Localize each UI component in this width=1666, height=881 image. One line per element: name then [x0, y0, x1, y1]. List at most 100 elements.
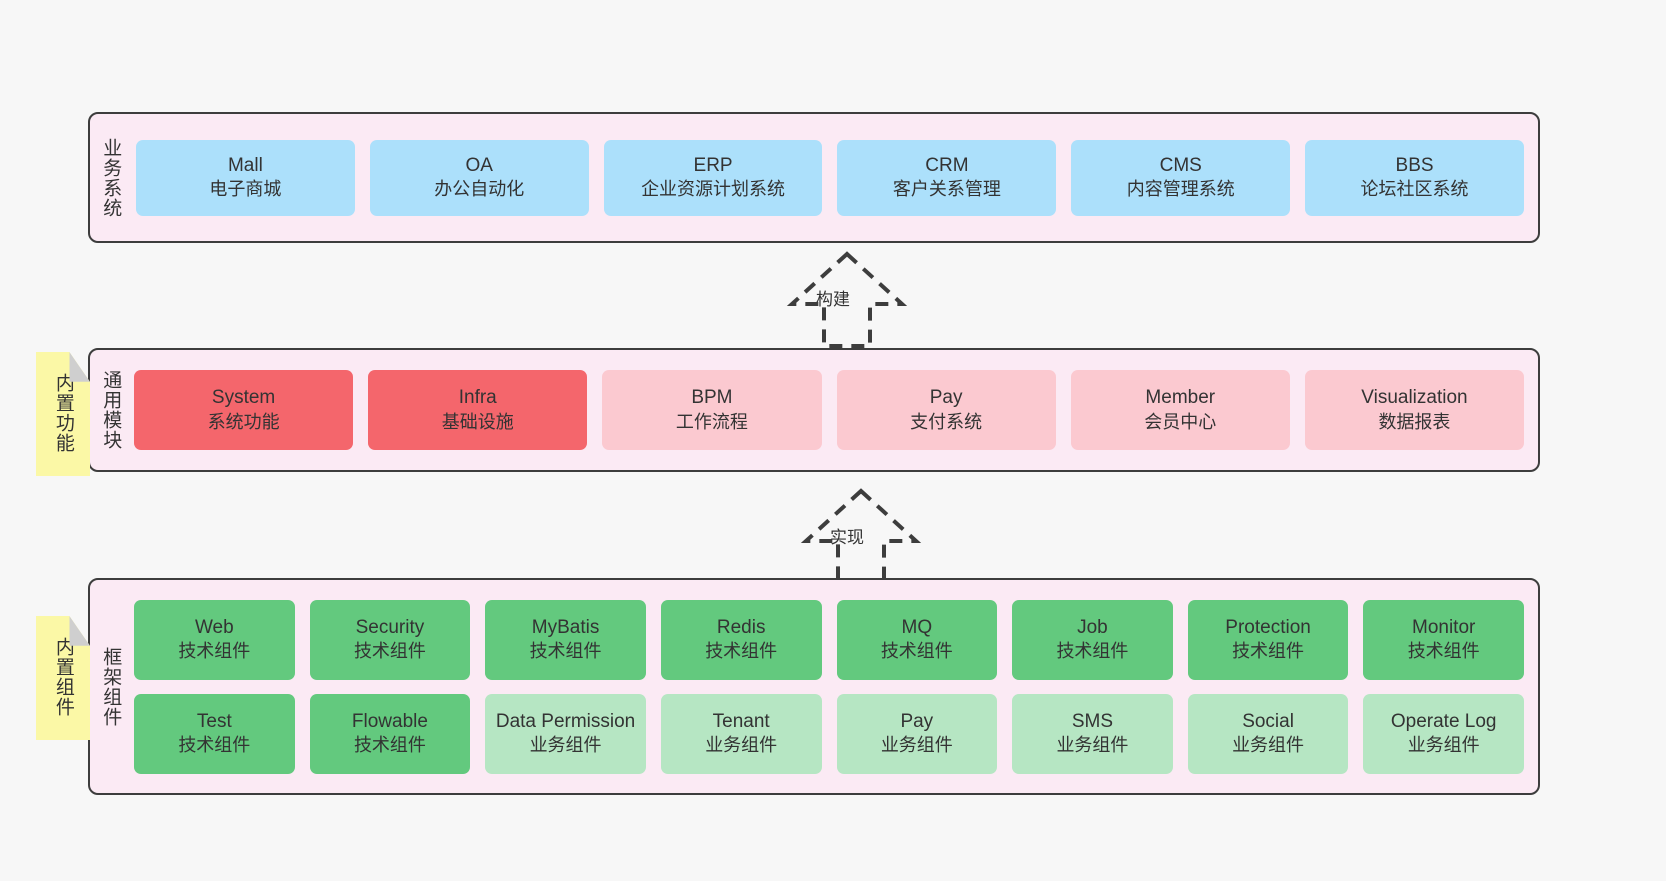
card-web-desc: 技术组件 [178, 641, 251, 662]
card-monitor-name: Monitor [1412, 616, 1476, 638]
card-flowable[interactable]: Flowable 技术组件 [309, 693, 471, 774]
card-security[interactable]: Security 技术组件 [309, 599, 471, 680]
card-sms-name: SMS [1071, 710, 1114, 732]
connector-implement-label: 实现 [830, 528, 864, 547]
card-tenant-name: Tenant [712, 710, 770, 732]
connector-build: 构建 [752, 248, 942, 348]
card-data-permission-desc: 业务组件 [529, 735, 602, 756]
card-data-permission[interactable]: Data Permission 业务组件 [485, 693, 646, 774]
card-redis-desc: 技术组件 [705, 641, 778, 662]
card-bbs[interactable]: BBS 论坛社区系统 [1305, 139, 1524, 216]
card-member-name: Member [1145, 387, 1216, 409]
card-oa[interactable]: OA 办公自动化 [369, 139, 589, 216]
card-crm-name: CRM [925, 154, 969, 176]
card-tenant-desc: 业务组件 [705, 735, 778, 756]
card-test-name: Test [196, 710, 232, 732]
note-fold-corner-icon [69, 616, 90, 646]
card-security-name: Security [355, 616, 425, 638]
card-erp-name: ERP [693, 154, 733, 176]
layer-business-system-title: 业务系统 [100, 137, 122, 218]
card-sms[interactable]: SMS 业务组件 [1012, 693, 1173, 774]
layer-framework-components: 框架组件 Web 技术组件 Security 技术组件 MyBatis 技术组件… [88, 578, 1540, 795]
note-builtin-components-label: 内置组件 [52, 637, 74, 717]
card-bpm-name: BPM [691, 387, 733, 409]
connector-build-label: 构建 [816, 290, 850, 309]
layer-framework-components-row-tech: Web 技术组件 Security 技术组件 MyBatis 技术组件 Redi… [134, 599, 1524, 680]
card-redis-name: Redis [716, 616, 766, 638]
layer-framework-components-row-business: Test 技术组件 Flowable 技术组件 Data Permission … [134, 693, 1524, 774]
card-crm-desc: 客户关系管理 [892, 179, 1001, 200]
card-visualization[interactable]: Visualization 数据报表 [1304, 370, 1525, 450]
card-operate-log-desc: 业务组件 [1407, 735, 1480, 756]
card-mybatis-name: MyBatis [531, 616, 600, 638]
card-member[interactable]: Member 会员中心 [1070, 370, 1290, 450]
card-cms-desc: 内容管理系统 [1126, 179, 1235, 200]
layer-framework-components-title: 框架组件 [100, 646, 122, 727]
card-mall-name: Mall [227, 154, 263, 176]
card-mq-desc: 技术组件 [880, 641, 953, 662]
card-infra-name: Infra [458, 387, 497, 409]
card-test[interactable]: Test 技术组件 [134, 693, 295, 774]
card-infra[interactable]: Infra 基础设施 [368, 370, 588, 450]
note-builtin-functions: 内置功能 [36, 352, 90, 476]
card-bbs-desc: 论坛社区系统 [1360, 179, 1469, 200]
card-mall[interactable]: Mall 电子商城 [136, 139, 355, 216]
card-job-desc: 技术组件 [1056, 641, 1129, 662]
card-operate-log[interactable]: Operate Log 业务组件 [1363, 693, 1524, 774]
card-pay-module-desc: 支付系统 [910, 411, 983, 432]
card-social-desc: 业务组件 [1232, 735, 1305, 756]
card-infra-desc: 基础设施 [441, 411, 514, 432]
card-monitor-desc: 技术组件 [1407, 641, 1480, 662]
card-cms[interactable]: CMS 内容管理系统 [1071, 139, 1291, 216]
card-cms-name: CMS [1159, 154, 1202, 176]
card-social[interactable]: Social 业务组件 [1187, 693, 1349, 774]
layer-common-modules-row: System 系统功能 Infra 基础设施 BPM 工作流程 Pay 支付系统… [134, 370, 1525, 450]
layer-common-modules-title: 通用模块 [100, 370, 122, 450]
card-social-name: Social [1242, 710, 1294, 732]
card-visualization-desc: 数据报表 [1378, 411, 1451, 432]
card-system[interactable]: System 系统功能 [134, 370, 354, 450]
card-test-desc: 技术组件 [178, 735, 251, 756]
card-mall-desc: 电子商城 [209, 179, 282, 200]
card-job-name: Job [1077, 616, 1108, 638]
card-mq[interactable]: MQ 技术组件 [836, 599, 998, 680]
card-erp[interactable]: ERP 企业资源计划系统 [603, 139, 823, 216]
card-data-permission-name: Data Permission [495, 710, 636, 732]
card-bpm[interactable]: BPM 工作流程 [602, 370, 822, 450]
card-flowable-desc: 技术组件 [353, 735, 426, 756]
card-flowable-name: Flowable [351, 710, 428, 732]
card-pay-component[interactable]: Pay 业务组件 [836, 693, 998, 774]
card-mq-name: MQ [901, 616, 933, 638]
card-system-name: System [211, 387, 276, 409]
card-protection[interactable]: Protection 技术组件 [1187, 599, 1349, 680]
note-fold-corner-icon [69, 352, 90, 382]
card-security-desc: 技术组件 [353, 641, 426, 662]
card-mybatis[interactable]: MyBatis 技术组件 [485, 599, 646, 680]
card-pay-component-name: Pay [900, 710, 934, 732]
card-sms-desc: 业务组件 [1056, 735, 1129, 756]
layer-business-system: 业务系统 Mall 电子商城 OA 办公自动化 ERP 企业资源计划系统 CRM… [88, 112, 1540, 243]
card-oa-desc: 办公自动化 [434, 179, 525, 200]
card-system-desc: 系统功能 [207, 411, 280, 432]
card-bpm-desc: 工作流程 [675, 411, 748, 432]
card-bbs-name: BBS [1395, 154, 1434, 176]
card-redis[interactable]: Redis 技术组件 [660, 599, 822, 680]
note-builtin-functions-label: 内置功能 [52, 373, 74, 453]
card-pay-component-desc: 业务组件 [880, 735, 953, 756]
card-web[interactable]: Web 技术组件 [134, 599, 295, 680]
layer-business-system-body: Mall 电子商城 OA 办公自动化 ERP 企业资源计划系统 CRM 客户关系… [130, 114, 1538, 241]
card-oa-name: OA [465, 154, 493, 176]
card-operate-log-name: Operate Log [1390, 710, 1497, 732]
layer-framework-components-body: Web 技术组件 Security 技术组件 MyBatis 技术组件 Redi… [130, 580, 1538, 793]
card-pay-module[interactable]: Pay 支付系统 [836, 370, 1056, 450]
note-builtin-components: 内置组件 [36, 616, 90, 740]
card-protection-desc: 技术组件 [1232, 641, 1305, 662]
card-crm[interactable]: CRM 客户关系管理 [837, 139, 1057, 216]
card-job[interactable]: Job 技术组件 [1012, 599, 1173, 680]
card-web-name: Web [194, 616, 234, 638]
card-tenant[interactable]: Tenant 业务组件 [660, 693, 822, 774]
card-monitor[interactable]: Monitor 技术组件 [1363, 599, 1524, 680]
card-member-desc: 会员中心 [1144, 411, 1217, 432]
connector-implement: 实现 [766, 485, 956, 585]
